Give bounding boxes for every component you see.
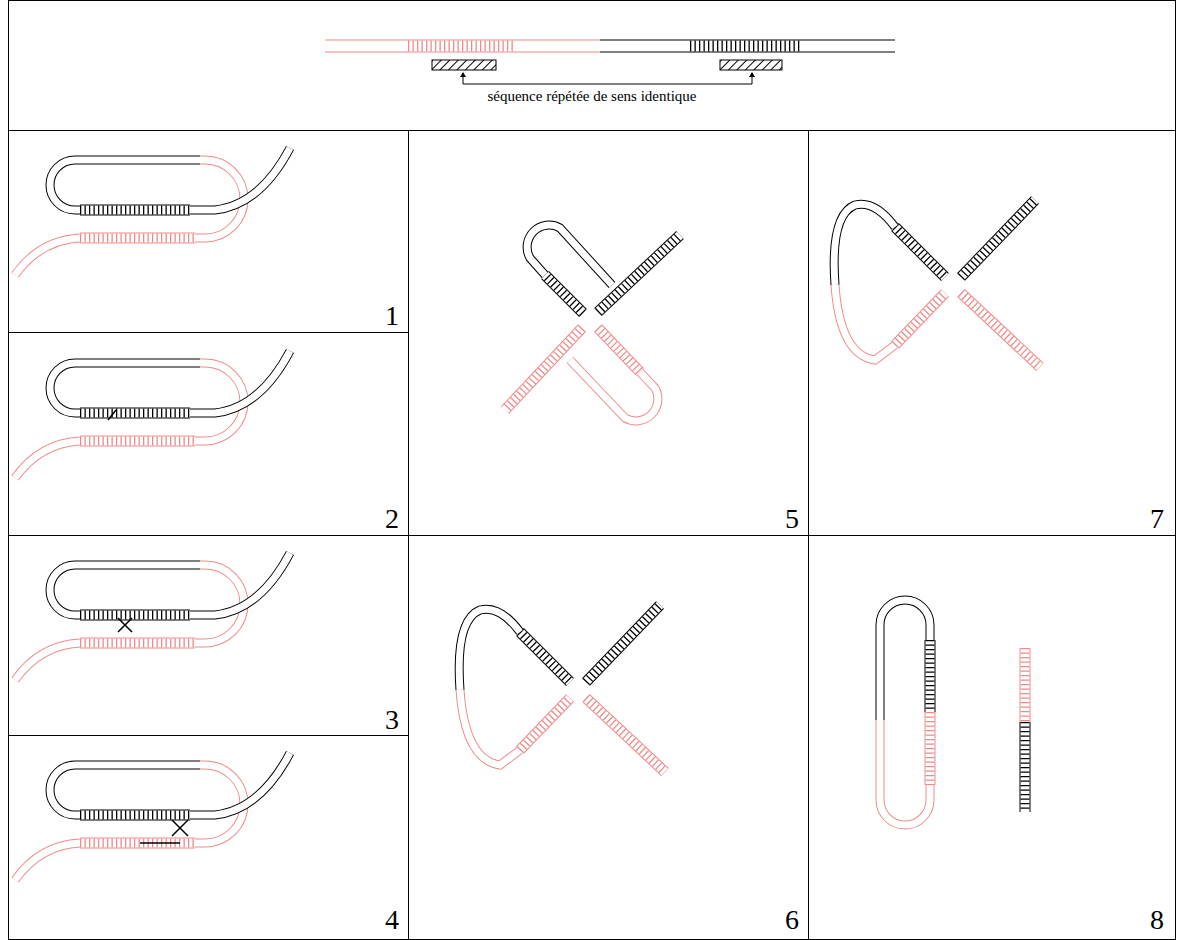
panel-number: 8 [1150,906,1164,934]
panel-number: 2 [385,505,399,533]
panel-number: 1 [385,302,399,330]
panel-number: 4 [385,906,399,934]
panel-number: 3 [385,706,399,734]
annotation-text: séquence répétée de sens identique [485,89,698,104]
panel-number: 5 [785,505,799,533]
panel-number: 6 [785,906,799,934]
panel-number: 7 [1150,505,1164,533]
